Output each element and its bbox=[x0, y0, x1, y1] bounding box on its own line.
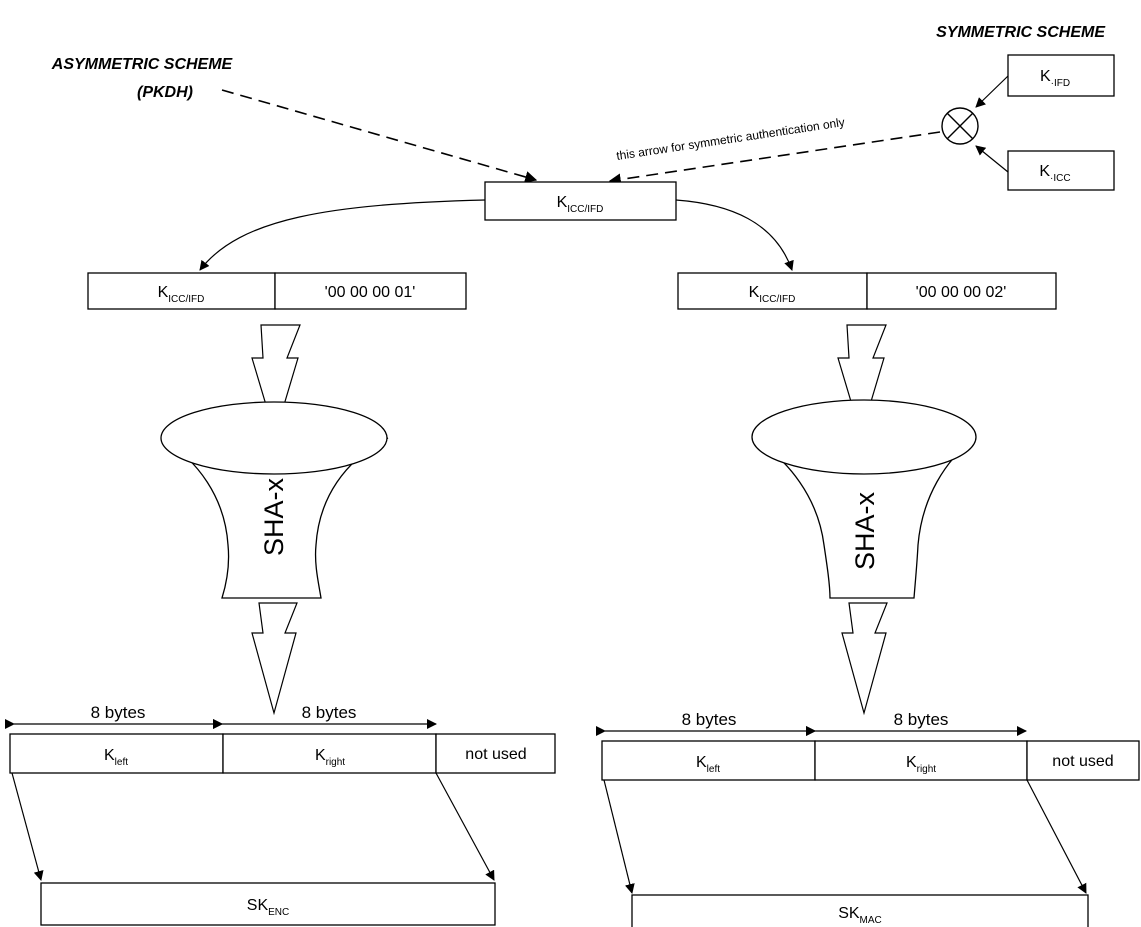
k-icc-box: K·ICC bbox=[1008, 151, 1114, 190]
right-hollow-arrow-bottom bbox=[842, 603, 887, 713]
left-hollow-arrow-bottom bbox=[252, 603, 297, 713]
shared-key-box: KICC/IFD bbox=[485, 182, 676, 220]
right-bytes-label-1: 8 bytes bbox=[682, 710, 737, 729]
right-bytes-dimension: 8 bytes 8 bytes bbox=[605, 710, 1026, 731]
right-output-arrow-1 bbox=[604, 780, 632, 893]
symmetric-arrow-note: this arrow for symmetric authentication … bbox=[615, 115, 845, 163]
right-bytes-label-2: 8 bytes bbox=[894, 710, 949, 729]
left-hash-output: Kleft Kright not used bbox=[10, 734, 555, 773]
svg-text:not used: not used bbox=[465, 746, 526, 763]
right-key-box: KICC/IFD bbox=[678, 273, 867, 309]
right-hash-label: SHA-x bbox=[850, 492, 880, 571]
right-output-arrow-2 bbox=[1027, 780, 1086, 893]
right-sha-funnel: SHA-x bbox=[752, 400, 976, 598]
symmetric-scheme-title: SYMMETRIC SCHEME bbox=[936, 24, 1106, 41]
svg-text:'00 00 00 01': '00 00 00 01' bbox=[325, 284, 416, 301]
svg-text:'00 00 00 02': '00 00 00 02' bbox=[916, 284, 1007, 301]
left-bytes-dimension: 8 bytes 8 bytes bbox=[14, 703, 436, 724]
shared-to-right-arrow bbox=[676, 200, 792, 270]
asymmetric-dashed-arrow bbox=[222, 90, 536, 180]
left-key-box: KICC/IFD bbox=[88, 273, 275, 309]
k-ifd-to-xor-arrow bbox=[976, 76, 1008, 107]
xor-combiner-icon bbox=[942, 108, 978, 144]
left-bytes-label-2: 8 bytes bbox=[302, 703, 357, 722]
asymmetric-scheme-subtitle: (PKDH) bbox=[137, 84, 193, 101]
left-counter-box: '00 00 00 01' bbox=[275, 273, 466, 309]
sk-mac-box: SKMAC bbox=[632, 895, 1088, 927]
shared-to-left-arrow bbox=[200, 200, 485, 270]
left-hash-label: SHA-x bbox=[259, 478, 289, 557]
left-output-arrow-1 bbox=[12, 773, 41, 880]
left-output-arrow-2 bbox=[436, 773, 494, 880]
asymmetric-scheme-title: ASYMMETRIC SCHEME bbox=[51, 56, 234, 73]
k-icc-to-xor-arrow bbox=[976, 146, 1008, 172]
right-counter-box: '00 00 00 02' bbox=[867, 273, 1056, 309]
k-ifd-box: K·IFD bbox=[1008, 55, 1114, 96]
sk-enc-box: SKENC bbox=[41, 883, 495, 925]
svg-text:not used: not used bbox=[1052, 753, 1113, 770]
left-bytes-label-1: 8 bytes bbox=[91, 703, 146, 722]
right-hash-output: Kleft Kright not used bbox=[602, 741, 1139, 780]
left-sha-funnel: SHA-x bbox=[161, 402, 388, 598]
